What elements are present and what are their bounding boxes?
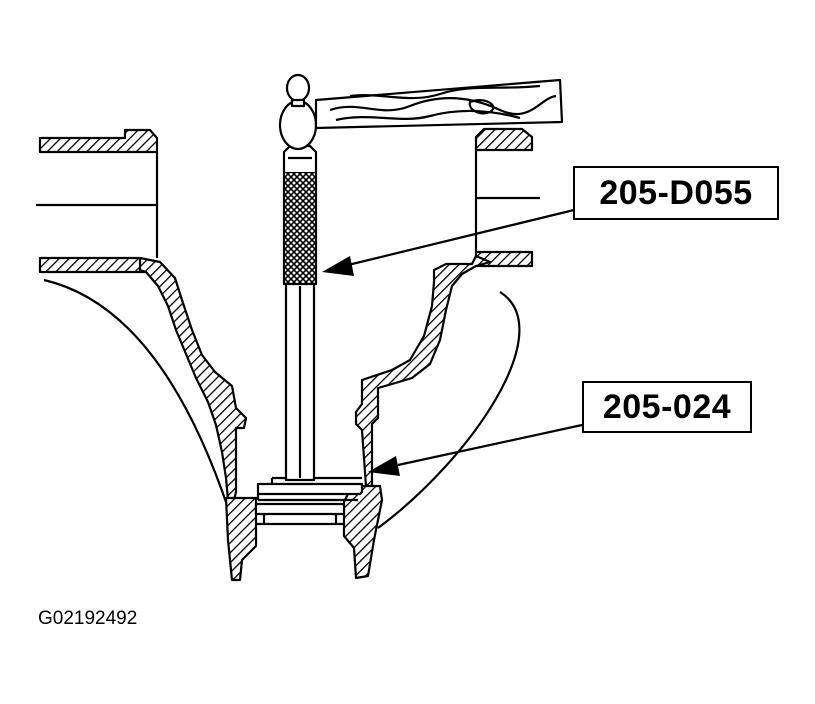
callout-label: 205-D055 (599, 173, 753, 212)
callout-label: 205-024 (602, 387, 732, 426)
mallet (314, 78, 564, 130)
callout-205-D055: 205-D055 (573, 166, 779, 220)
bearing-seal (254, 502, 346, 526)
housing-left-wall (43, 256, 258, 582)
callout-leader-top (322, 208, 575, 276)
handle-205-D055 (278, 73, 318, 482)
housing-upper-left-flange (36, 128, 159, 274)
housing-right-wall (342, 254, 521, 580)
callout-leader-bottom (368, 423, 583, 476)
callout-205-024: 205-024 (582, 381, 752, 433)
housing-upper-right-flange (474, 127, 540, 268)
figure-id: G02192492 (38, 608, 138, 629)
